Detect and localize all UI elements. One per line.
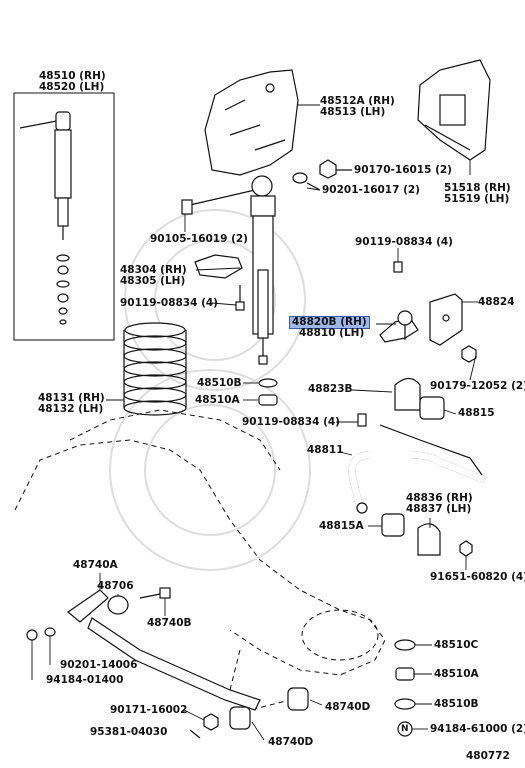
stabilizer-bar: [348, 424, 487, 514]
label-48513-lh: 48513 (LH): [320, 106, 386, 118]
label-48740d-a: 48740D: [325, 701, 371, 713]
bolt-91651: [459, 540, 473, 557]
frame-bracket: [417, 59, 491, 161]
label-48740b: 48740B: [147, 617, 192, 629]
label-48131-rh: 48131 (RH): [38, 392, 105, 404]
label-48510a-a: 48510A: [195, 394, 240, 406]
label-48510b-b: 48510B: [434, 698, 479, 710]
bushing-48815: [419, 396, 445, 420]
label-95381: 95381-04030: [90, 726, 168, 738]
washer-90201: [292, 172, 321, 191]
bushing-bracket-48836: [417, 523, 441, 556]
label-94184-a: 94184-01400: [46, 674, 124, 686]
shock-mount-bracket: [204, 69, 299, 176]
nut-90179: [461, 345, 477, 363]
label-90105: 90105-16019 (2): [150, 233, 248, 245]
label-90201-a: 90201-16017 (2): [322, 184, 420, 196]
shock-absorber: [181, 175, 276, 365]
label-90119-c: 90119-08834 (4): [242, 416, 340, 428]
label-48815: 48815: [458, 407, 495, 419]
cotter-pin-95381: [189, 729, 201, 739]
label-48305-lh: 48305 (LH): [120, 275, 186, 287]
label-48820b-rh: 48820B (RH): [289, 316, 370, 329]
bushing-48815A: [381, 513, 405, 537]
label-48706: 48706: [97, 580, 134, 592]
label-48837-lh: 48837 (LH): [406, 503, 472, 515]
label-51519-lh: 51519 (LH): [444, 193, 510, 205]
label-51518-rh: 51518 (RH): [444, 182, 511, 194]
bolt-90119-c: [357, 413, 367, 427]
label-90170: 90170-16015 (2): [354, 164, 452, 176]
label-48510a-b: 48510A: [434, 668, 479, 680]
label-91651: 91651-60820 (4): [430, 571, 525, 583]
washer-90201-b: [44, 627, 56, 637]
label-90201-b: 90201-14006: [60, 659, 138, 671]
bushing-48740D-b: [229, 706, 251, 730]
label-48510b-a: 48510B: [197, 377, 242, 389]
nut-90171: [203, 713, 219, 731]
label-48132-lh: 48132 (LH): [38, 403, 104, 415]
inset-shock-absorber: [19, 111, 72, 325]
label-n-mark: N: [401, 724, 409, 734]
watermark-emblem: [109, 209, 311, 571]
washer-94184-a: [26, 629, 38, 641]
label-90119-a: 90119-08834 (4): [355, 236, 453, 248]
label-48823b: 48823B: [308, 383, 353, 395]
bushing-bracket-48823B: [394, 377, 421, 411]
stabilizer-link: [379, 310, 419, 343]
inset-frame: [13, 92, 115, 341]
label-48810-lh: 48810 (LH): [299, 327, 365, 339]
nut-90170: [319, 159, 352, 179]
bump-stop-48510B: [258, 378, 278, 388]
leader-lines: [31, 104, 478, 741]
label-90171: 90171-16002: [110, 704, 188, 716]
label-48740a: 48740A: [73, 559, 118, 571]
legend-48510C: [394, 639, 416, 651]
label-48811: 48811: [307, 444, 344, 456]
link-bracket-48824: [429, 293, 463, 346]
label-48815a: 48815A: [319, 520, 364, 532]
bump-stop-48510A: [258, 394, 278, 406]
label-48824: 48824: [478, 296, 515, 308]
label-90119-b: 90119-08834 (4): [120, 297, 218, 309]
label-48304-rh: 48304 (RH): [120, 264, 187, 276]
bushing-48740D-a: [287, 687, 309, 711]
legend-48510B: [394, 698, 416, 710]
label-48512a-rh: 48512A (RH): [320, 95, 395, 107]
lateral-control-rod: [67, 587, 261, 711]
label-48740d-b: 48740D: [268, 736, 314, 748]
label-94184-b: 94184-61000 (2): [430, 723, 525, 735]
legend-48510A: [395, 667, 415, 681]
label-48510-rh: 48510 (RH): [39, 70, 106, 82]
label-48510c: 48510C: [434, 639, 479, 651]
label-48836-rh: 48836 (RH): [406, 492, 473, 504]
label-48520-lh: 48520 (LH): [39, 81, 105, 93]
bumper-bracket-48304: [194, 254, 245, 311]
label-90179: 90179-12052 (2): [430, 380, 525, 392]
bolt-90119-a: [393, 261, 403, 273]
diagram-number: 480772: [466, 750, 510, 762]
coil-spring: [123, 322, 187, 416]
